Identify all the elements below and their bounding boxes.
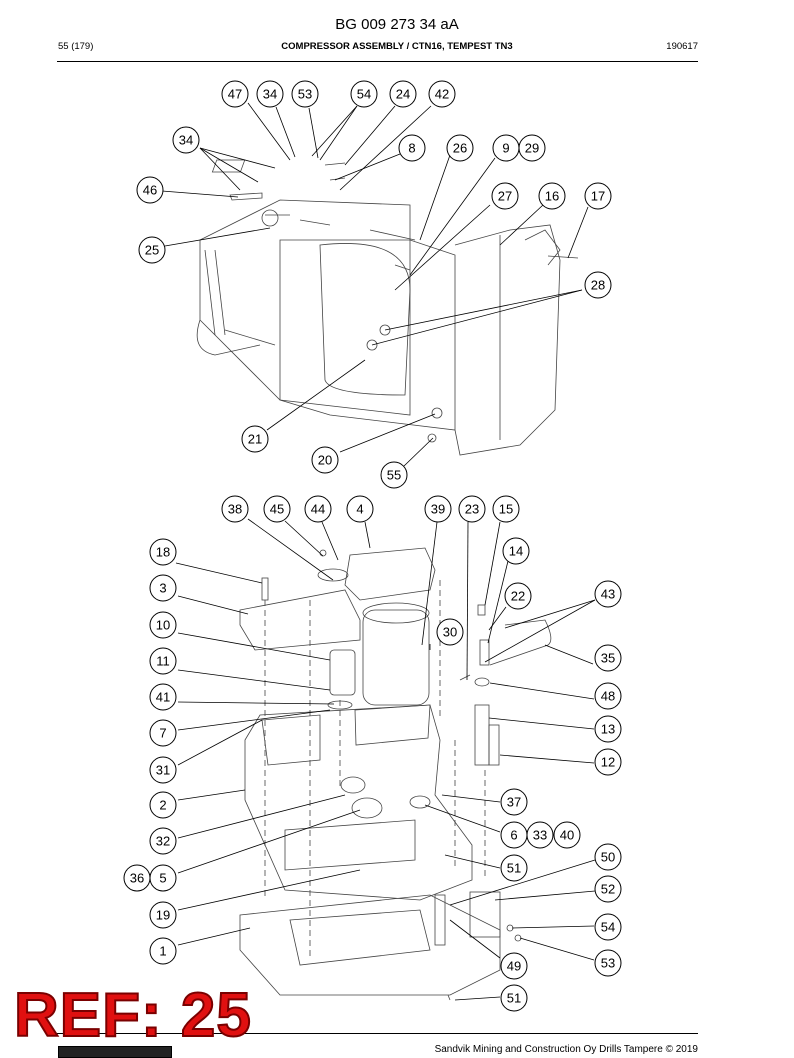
callout-22: 22	[511, 589, 525, 604]
callout-41: 41	[156, 690, 170, 705]
callout-47: 47	[228, 87, 242, 102]
callout-25: 25	[145, 243, 159, 258]
callout-8: 8	[408, 141, 415, 156]
callout-32: 32	[156, 834, 170, 849]
callout-26: 26	[453, 141, 467, 156]
callout-31: 31	[156, 763, 170, 778]
callout-bubbles	[123, 80, 622, 1012]
callout-10: 10	[156, 618, 170, 633]
callout-45: 45	[270, 502, 284, 517]
callout-4: 4	[356, 502, 363, 517]
header-rule	[57, 61, 698, 62]
callout-11: 11	[156, 654, 170, 669]
callout-16: 16	[545, 189, 559, 204]
callout-43: 43	[601, 587, 615, 602]
callout-39: 39	[431, 502, 445, 517]
callout-53: 53	[298, 87, 312, 102]
callout-34: 34	[263, 87, 277, 102]
callout-15: 15	[499, 502, 513, 517]
leader-lines	[161, 102, 596, 1001]
callout-51: 51	[507, 861, 521, 876]
page-number: 55 (179)	[58, 41, 94, 52]
callout-13: 13	[601, 722, 615, 737]
callout-54: 54	[601, 920, 615, 935]
callout-54: 54	[357, 87, 371, 102]
callout-18: 18	[156, 545, 170, 560]
callout-24: 24	[396, 87, 410, 102]
callout-28: 28	[591, 278, 605, 293]
callout-49: 49	[507, 959, 521, 974]
callout-7: 7	[159, 726, 166, 741]
callout-14: 14	[509, 544, 523, 559]
callout-52: 52	[601, 882, 615, 897]
lower-assembly-drawing	[239, 547, 552, 1001]
callout-46: 46	[143, 183, 157, 198]
callout-19: 19	[156, 908, 170, 923]
callout-44: 44	[311, 502, 325, 517]
callout-55: 55	[387, 468, 401, 483]
callout-29: 29	[525, 141, 539, 156]
callout-53: 53	[601, 956, 615, 971]
callout-48: 48	[601, 689, 615, 704]
callout-50: 50	[601, 850, 615, 865]
footer-rule	[57, 1033, 698, 1034]
upper-assembly-drawing	[196, 159, 579, 456]
callout-9: 9	[502, 141, 509, 156]
callout-34: 34	[179, 133, 193, 148]
callout-labels: 47 34 53 54 24 42 34 8 26 9 29 46 27 16 …	[130, 87, 615, 1006]
callout-38: 38	[228, 502, 242, 517]
page-title: COMPRESSOR ASSEMBLY / CTN16, TEMPEST TN3	[281, 41, 513, 52]
footer-copyright: Sandvik Mining and Construction Oy Drill…	[434, 1044, 698, 1055]
callout-5: 5	[159, 871, 166, 886]
document-id: BG 009 273 34 aA	[335, 16, 459, 33]
callout-27: 27	[498, 189, 512, 204]
callout-35: 35	[601, 651, 615, 666]
callout-36: 36	[130, 871, 144, 886]
callout-2: 2	[159, 798, 166, 813]
callout-51: 51	[507, 991, 521, 1006]
callout-20: 20	[318, 453, 332, 468]
callout-42: 42	[435, 87, 449, 102]
callout-3: 3	[159, 581, 166, 596]
callout-37: 37	[507, 795, 521, 810]
revision-date: 190617	[666, 41, 698, 52]
callout-33: 33	[533, 828, 547, 843]
callout-12: 12	[601, 755, 615, 770]
reference-stamp: REF: 25	[13, 981, 252, 1050]
callout-21: 21	[248, 432, 262, 447]
callout-30: 30	[443, 625, 457, 640]
callout-23: 23	[465, 502, 479, 517]
callout-40: 40	[560, 828, 574, 843]
callout-1: 1	[159, 944, 166, 959]
callout-6: 6	[510, 828, 517, 843]
callout-17: 17	[591, 189, 605, 204]
